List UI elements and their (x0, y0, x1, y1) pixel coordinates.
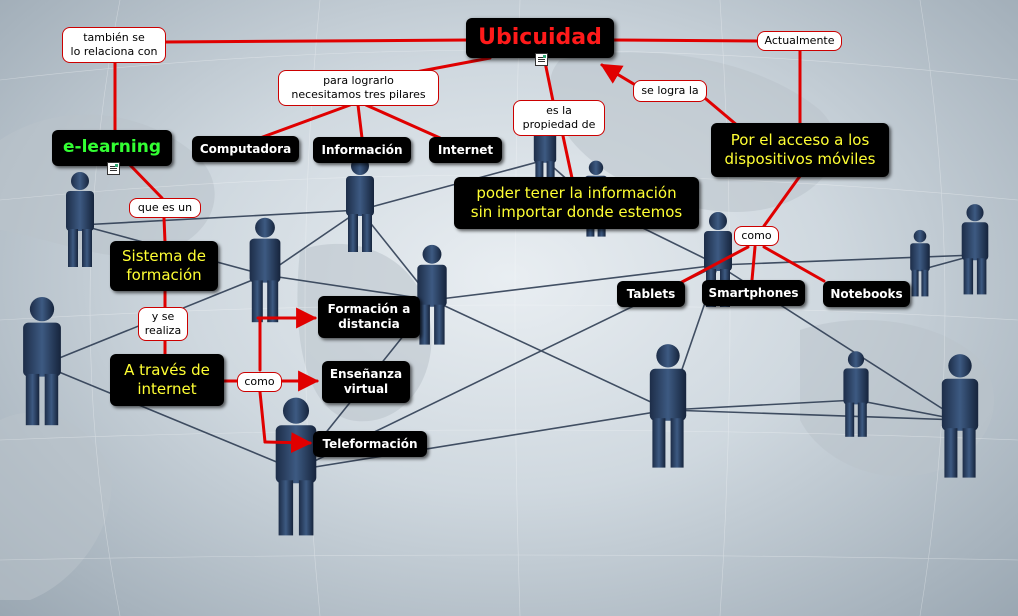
person-figure (417, 244, 447, 345)
network-line (667, 399, 857, 411)
concept-informacion[interactable]: Información (313, 137, 411, 163)
concept-formacion-distancia[interactable]: Formación a distancia (318, 296, 420, 338)
person-figure (23, 296, 61, 426)
network-line (667, 409, 961, 421)
link-tambien: también se lo relaciona con (62, 27, 166, 63)
network-line (41, 364, 297, 471)
person-figure (66, 172, 94, 267)
note-icon[interactable] (535, 53, 548, 66)
person-figure (910, 229, 930, 297)
network-line (431, 299, 669, 411)
concept-a-traves-internet[interactable]: A través de internet (110, 354, 224, 406)
link-como-internet: como (237, 372, 282, 392)
concept-poder-tener-informacion[interactable]: poder tener la información sin importar … (454, 177, 699, 229)
network-line (717, 254, 976, 266)
network-line (264, 274, 433, 301)
link-como-dispositivos: como (734, 226, 779, 246)
link-es-la: es la propiedad de (513, 100, 605, 136)
concept-notebooks[interactable]: Notebooks (823, 281, 910, 307)
person-figure (843, 351, 869, 437)
person-figure (961, 204, 989, 295)
network-line (295, 409, 669, 471)
concept-internet[interactable]: Internet (429, 137, 502, 163)
concept-acceso-dispositivos[interactable]: Por el acceso a los dispositivos móviles (711, 123, 889, 177)
network-line (264, 209, 361, 276)
concept-smartphones[interactable]: Smartphones (702, 280, 805, 306)
link-se-logra: se logra la (633, 80, 707, 102)
map-title[interactable]: Ubicuidad (466, 18, 614, 58)
concept-e-learning[interactable]: e-learning (52, 130, 172, 166)
concept-teleformacion[interactable]: Teleformación (313, 431, 427, 457)
person-figure (941, 354, 979, 478)
network-line (431, 264, 719, 301)
note-icon[interactable] (107, 162, 120, 175)
person-figure (649, 344, 687, 468)
link-y-se-realiza: y se realiza (138, 307, 188, 341)
concept-computadora[interactable]: Computadora (192, 136, 299, 162)
network-line (79, 209, 361, 226)
concept-sistema-formacion[interactable]: Sistema de formación (110, 241, 218, 291)
concept-ensenanza-virtual[interactable]: Enseñanza virtual (322, 361, 410, 403)
link-que-es-un: que es un (129, 198, 201, 218)
concept-tablets[interactable]: Tablets (617, 281, 685, 307)
link-para-lograrlo: para lograrlo necesitamos tres pilares (278, 70, 439, 106)
link-actualmente: Actualmente (757, 31, 842, 51)
person-figure (249, 217, 281, 323)
network-line (359, 159, 546, 211)
